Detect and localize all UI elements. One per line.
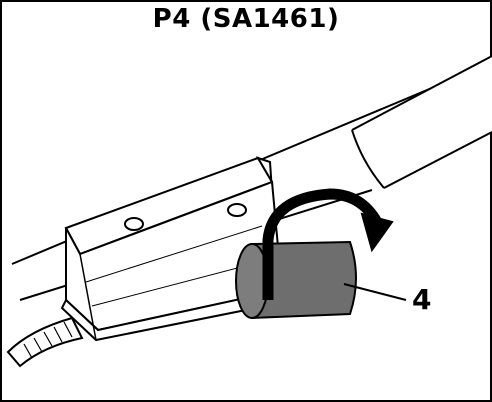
screw-hole [227, 203, 247, 217]
rotation-arrow-icon [262, 188, 394, 300]
tube-section [351, 55, 492, 189]
callout-label: 4 [412, 283, 432, 316]
housing [60, 156, 284, 342]
knob [235, 240, 357, 320]
figure-title: P4 (SA1461) [152, 4, 340, 34]
callout-leader [343, 283, 407, 301]
cable [6, 316, 84, 368]
screw-hole [124, 217, 144, 231]
